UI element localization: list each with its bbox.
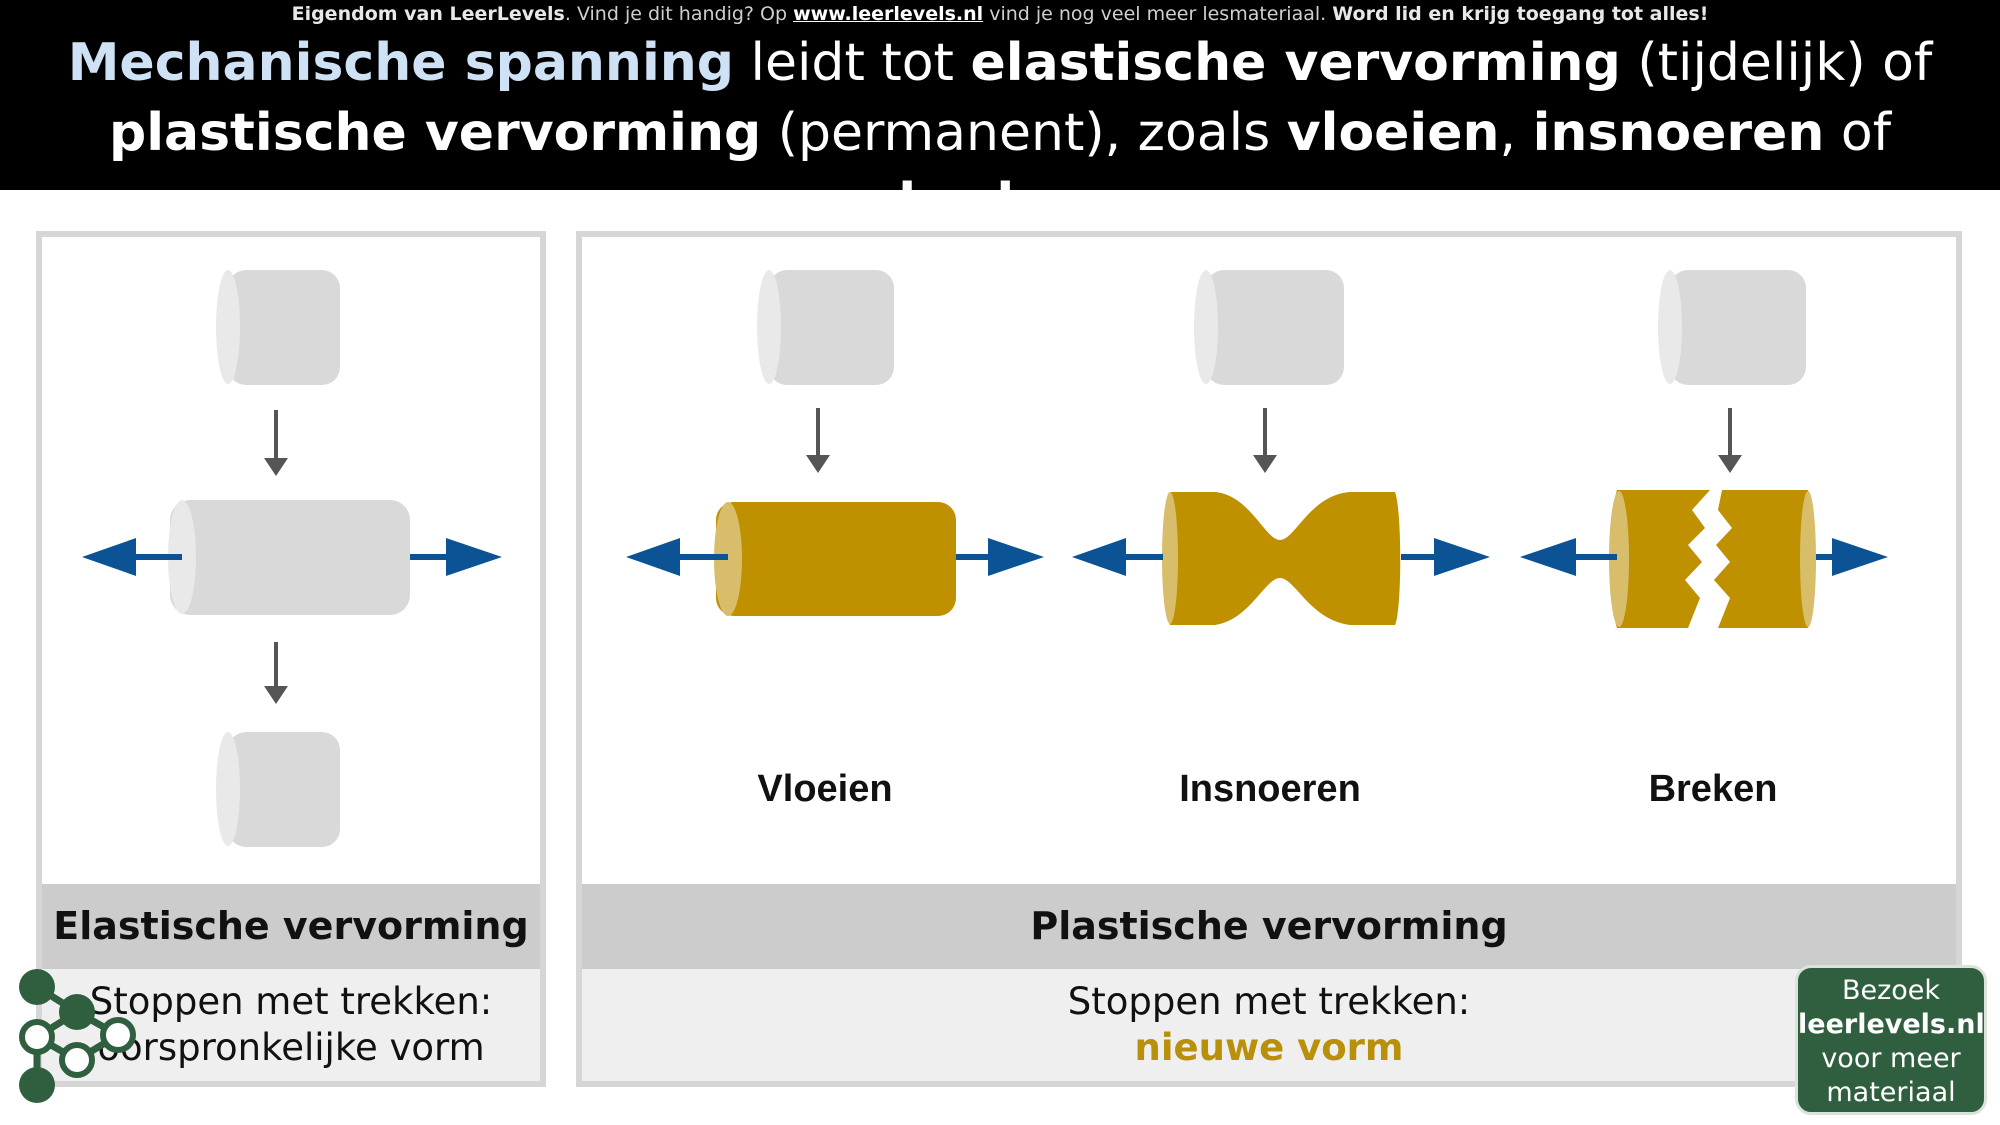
insnoeren-cylinder-top bbox=[1194, 270, 1344, 385]
plastic-title: Plastische vervorming bbox=[582, 884, 1956, 969]
header-bar: Eigendom van LeerLevels. Vind je dit han… bbox=[0, 0, 2000, 233]
badge-line2: leerlevels.nl bbox=[1798, 1009, 1985, 1040]
plastic-note-line1: Stoppen met trekken: bbox=[1067, 980, 1471, 1023]
attribution-line: Eigendom van LeerLevels. Vind je dit han… bbox=[0, 2, 2000, 26]
attribution-text: . Vind je dit handig? Op bbox=[564, 3, 794, 25]
insnoeren-necked-gold bbox=[1162, 492, 1401, 625]
title-part: breken bbox=[898, 173, 1102, 233]
vloeien-cylinder-top bbox=[757, 270, 894, 385]
attribution-link[interactable]: www.leerlevels.nl bbox=[793, 3, 984, 25]
title-part: vloeien bbox=[1286, 103, 1500, 163]
title-part: of bbox=[1824, 103, 1892, 163]
arrow-right-blue bbox=[1401, 538, 1490, 576]
visit-leerlevels-button[interactable]: Bezoek leerlevels.nl voor meer materiaal bbox=[1795, 965, 1987, 1115]
attribution-owner: Eigendom van LeerLevels bbox=[291, 3, 565, 25]
arrow-left-blue bbox=[82, 538, 182, 576]
elastic-panel: Elastische vervorming Stoppen met trekke… bbox=[36, 231, 546, 1087]
badge-line4: materiaal bbox=[1826, 1077, 1956, 1108]
title-part: Mechanische spanning bbox=[67, 33, 735, 93]
badge-line3: voor meer bbox=[1821, 1043, 1961, 1074]
title-part: (permanent), zoals bbox=[761, 103, 1287, 163]
elastic-cylinder-bottom bbox=[216, 732, 340, 847]
leerlevels-logo-icon bbox=[19, 969, 136, 1103]
plastic-note-line2: nieuwe vorm bbox=[1134, 1026, 1404, 1069]
arrow-head-gray bbox=[264, 458, 288, 476]
arrow-head-gray bbox=[806, 455, 830, 473]
title-part: leidt tot bbox=[734, 33, 971, 93]
page-title: Mechanische spanning leidt tot elastisch… bbox=[0, 28, 2000, 238]
title-part: plastische vervorming bbox=[108, 103, 762, 163]
arrow-head-gray bbox=[1253, 455, 1277, 473]
arrow-left-blue bbox=[1072, 538, 1163, 576]
title-part: elastische vervorming bbox=[970, 33, 1621, 93]
arrow-left-blue bbox=[1520, 538, 1617, 576]
elastic-title: Elastische vervorming bbox=[42, 884, 540, 969]
label-insnoeren: Insnoeren bbox=[1179, 768, 1361, 810]
breken-left-fragment bbox=[1609, 490, 1710, 628]
elastic-cylinder-stretched bbox=[168, 500, 410, 615]
arrow-head-gray bbox=[264, 686, 288, 704]
arrow-head-gray bbox=[1718, 455, 1742, 473]
breken-cylinder-top bbox=[1658, 270, 1806, 385]
plastic-note: Stoppen met trekken: nieuwe vorm bbox=[582, 969, 1956, 1081]
arrow-right-blue bbox=[956, 538, 1044, 576]
title-part: (tijdelijk) of bbox=[1620, 33, 1933, 93]
vloeien-cylinder-gold bbox=[714, 502, 956, 616]
elastic-cylinder-top bbox=[216, 270, 340, 385]
label-vloeien: Vloeien bbox=[757, 768, 893, 810]
badge-line1: Bezoek bbox=[1841, 975, 1941, 1006]
attribution-cta: Word lid en krijg toegang tot alles! bbox=[1332, 3, 1709, 25]
elastic-note-line2: oorspronkelijke vorm bbox=[97, 1026, 485, 1069]
arrow-left-blue bbox=[626, 538, 728, 576]
attribution-text-2: vind je nog veel meer lesmateriaal. bbox=[983, 3, 1333, 25]
label-breken: Breken bbox=[1648, 768, 1778, 810]
arrow-right-blue bbox=[410, 538, 502, 576]
arrow-right-blue bbox=[1816, 538, 1888, 576]
breken-right-fragment bbox=[1714, 490, 1816, 628]
title-part: insnoeren bbox=[1532, 103, 1825, 163]
elastic-note-line1: Stoppen met trekken: bbox=[89, 980, 493, 1023]
title-part: , bbox=[1499, 103, 1533, 163]
